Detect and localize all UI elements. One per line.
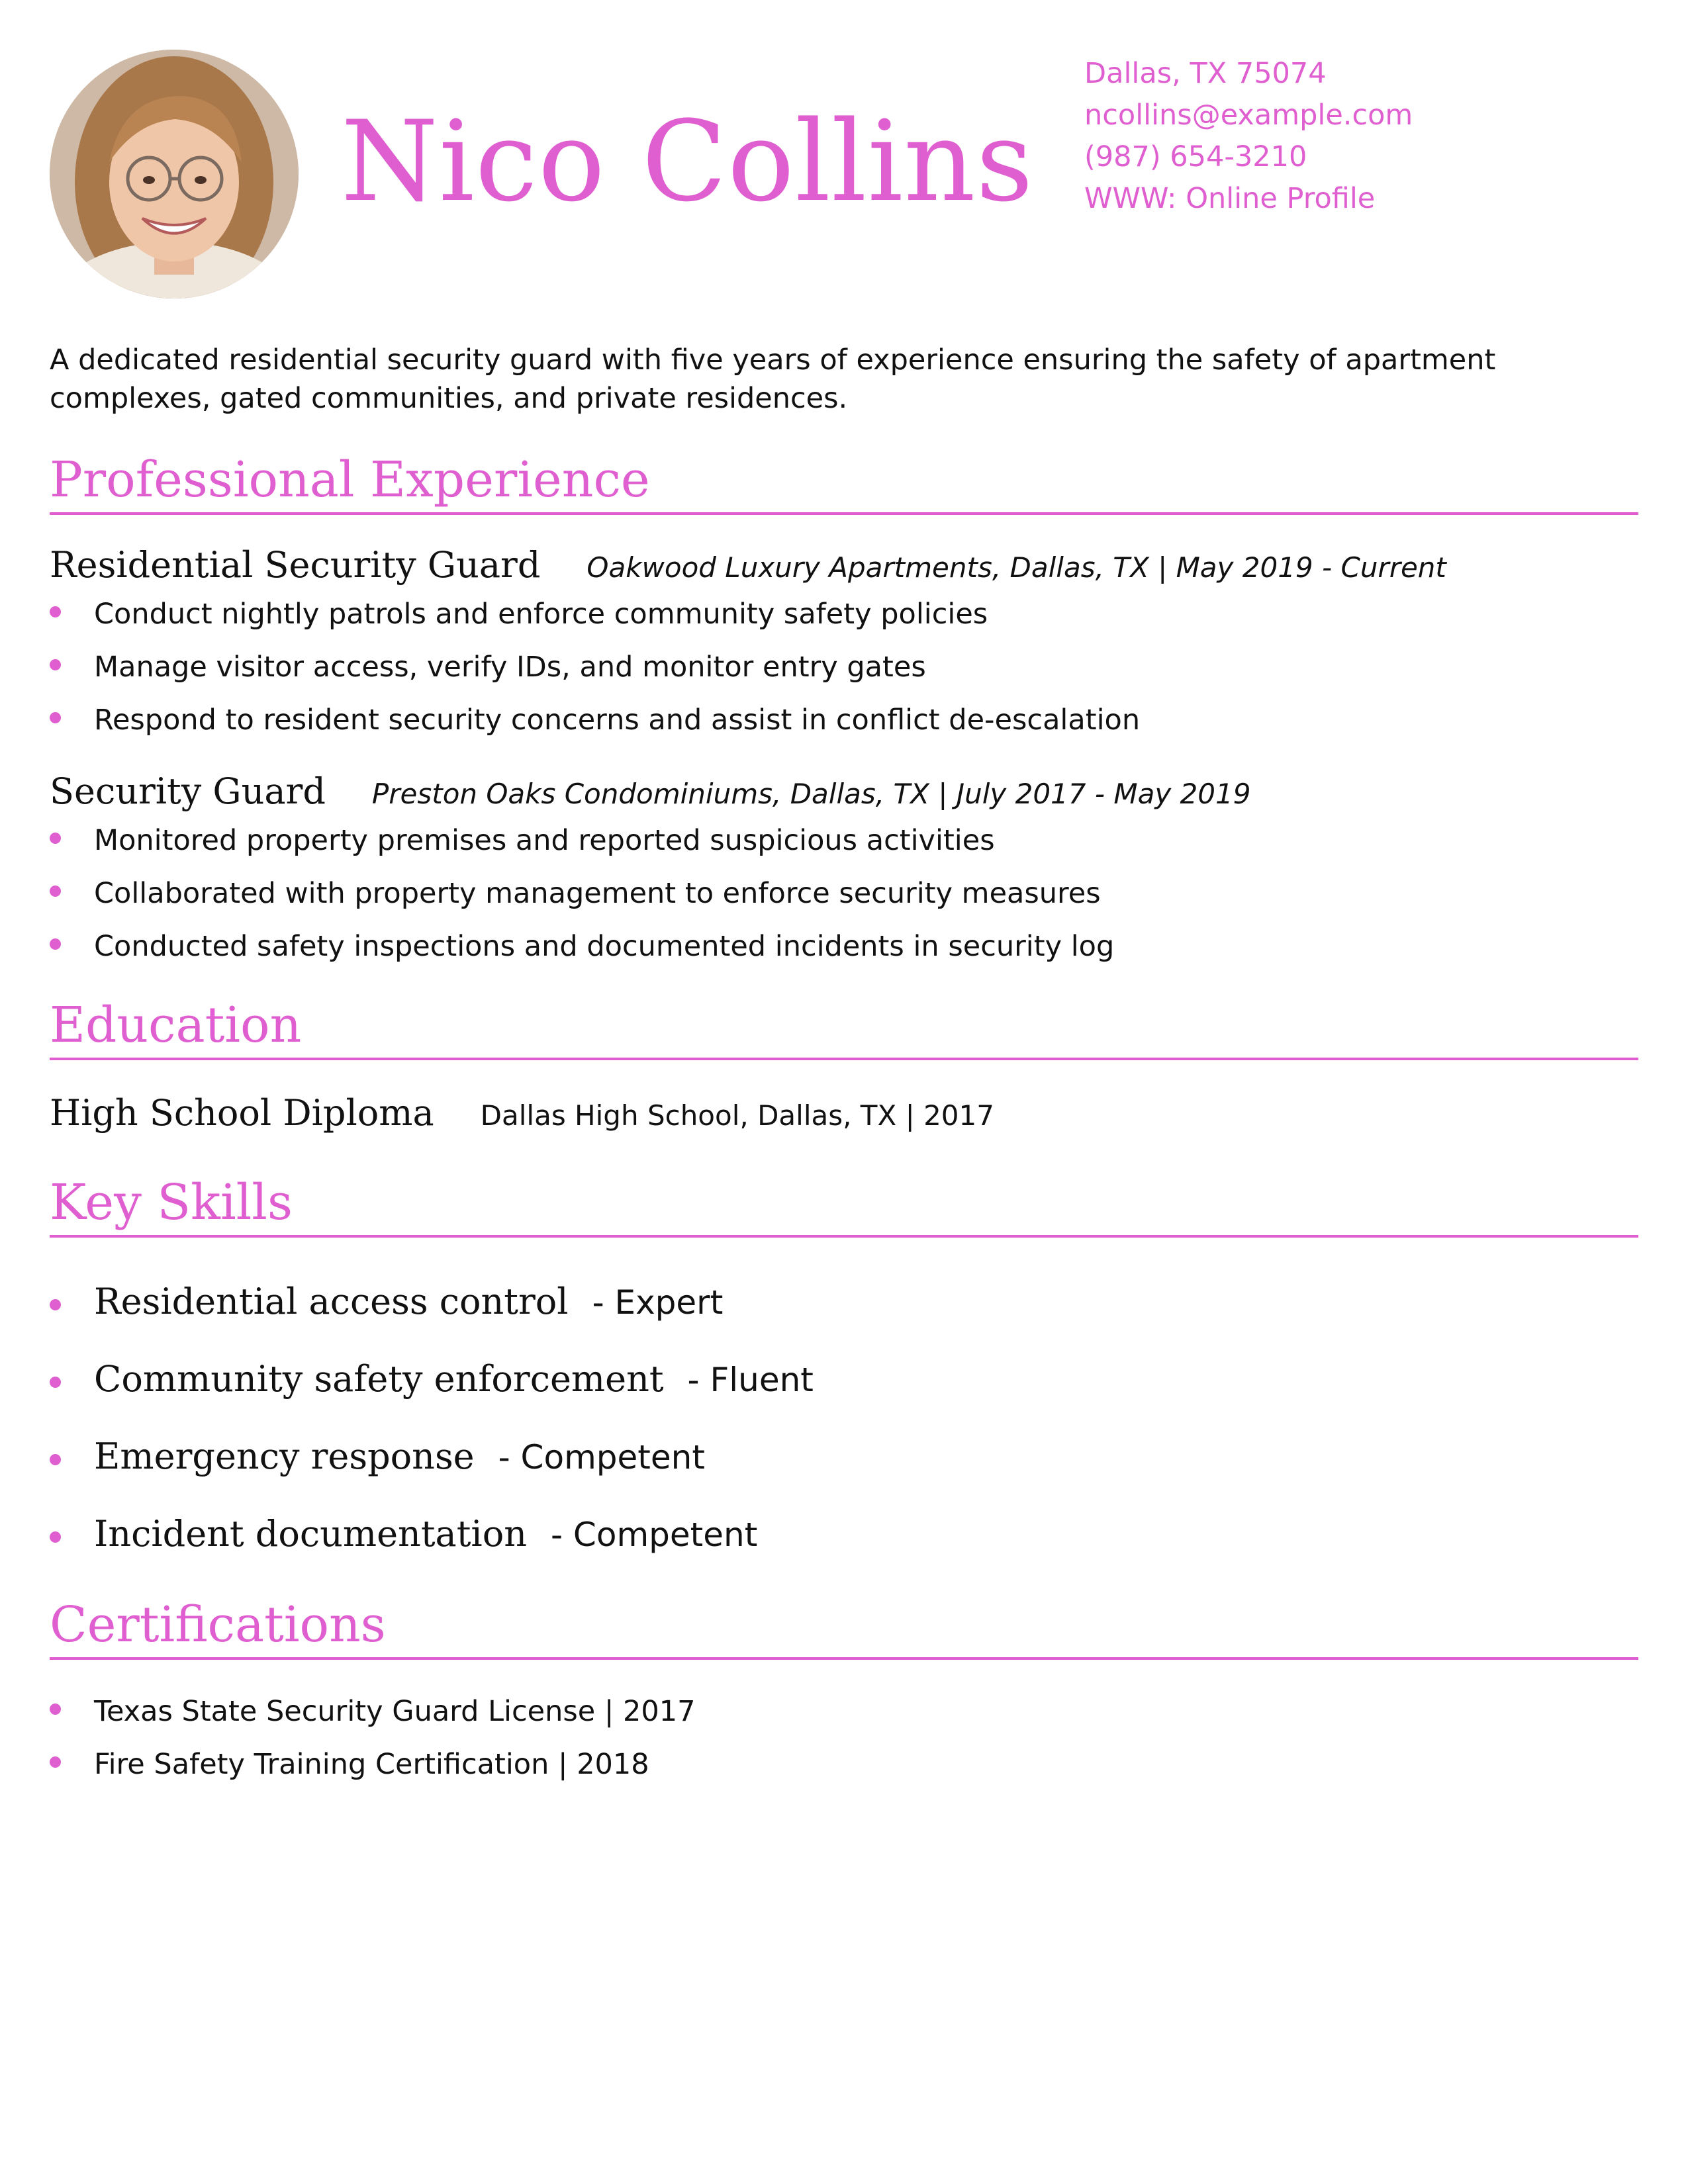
section-title-experience: Professional Experience [50, 455, 1638, 515]
bullet-icon [50, 606, 61, 617]
section-title-skills: Key Skills [50, 1178, 1638, 1238]
skill-level: - Expert [592, 1283, 724, 1322]
bullet-icon [50, 1377, 61, 1388]
contact-phone: (987) 654-3210 [1084, 140, 1307, 173]
job-header: Residential Security Guard Oakwood Luxury… [50, 544, 1446, 586]
bullet-icon [50, 1704, 61, 1715]
bullet-icon [50, 938, 61, 950]
contact-location: Dallas, TX 75074 [1084, 57, 1327, 90]
job-bullets: Conduct nightly patrols and enforce comm… [50, 588, 1140, 747]
skill-level: - Fluent [687, 1361, 814, 1399]
job-bullets: Monitored property premises and reported… [50, 814, 1114, 973]
list-item: Conduct nightly patrols and enforce comm… [50, 588, 1140, 641]
list-item: Emergency response - Competent [50, 1435, 814, 1513]
bullet-icon [50, 1454, 61, 1465]
list-item: Community safety enforcement - Fluent [50, 1358, 814, 1435]
education-meta: Dallas High School, Dallas, TX | 2017 [480, 1099, 994, 1132]
list-item: Manage visitor access, verify IDs, and m… [50, 641, 1140, 694]
candidate-name: Nico Collins [341, 97, 1034, 226]
list-item: Fire Safety Training Certification | 201… [50, 1738, 695, 1791]
summary-text: A dedicated residential security guard w… [50, 343, 1496, 415]
bullet-icon [50, 712, 61, 723]
degree-title: High School Diploma [50, 1092, 434, 1134]
contact-block: Dallas, TX 75074 ncollins@example.com (9… [1084, 53, 1413, 220]
section-title-certifications: Certifications [50, 1600, 1638, 1660]
job-header: Security Guard Preston Oaks Condominiums,… [50, 770, 1250, 812]
bullet-icon [50, 659, 61, 670]
list-item: Conducted safety inspections and documen… [50, 920, 1114, 973]
bullet-icon [50, 1299, 61, 1310]
job-meta: Oakwood Luxury Apartments, Dallas, TX | … [586, 551, 1446, 584]
contact-website-link[interactable]: WWW: Online Profile [1084, 182, 1376, 215]
skill-name: Incident documentation [94, 1513, 527, 1555]
list-item: Incident documentation - Competent [50, 1513, 814, 1590]
job-title: Security Guard [50, 770, 326, 812]
list-item: Collaborated with property management to… [50, 867, 1114, 920]
skill-level: - Competent [498, 1438, 705, 1477]
list-item: Monitored property premises and reported… [50, 814, 1114, 867]
education-entry: High School Diploma Dallas High School, D… [50, 1092, 994, 1134]
skill-name: Emergency response [94, 1435, 475, 1477]
skills-list: Residential access control - Expert Commu… [50, 1281, 814, 1590]
job-title: Residential Security Guard [50, 544, 541, 586]
list-item: Texas State Security Guard License | 201… [50, 1685, 695, 1738]
bullet-icon [50, 1531, 61, 1543]
bullet-icon [50, 833, 61, 844]
profile-photo [50, 50, 299, 298]
list-item: Respond to resident security concerns an… [50, 694, 1140, 747]
bullet-icon [50, 1756, 61, 1768]
section-title-education: Education [50, 1001, 1638, 1060]
skill-name: Residential access control [94, 1281, 569, 1322]
list-item: Residential access control - Expert [50, 1281, 814, 1358]
job-meta: Preston Oaks Condominiums, Dallas, TX | … [371, 778, 1251, 810]
bullet-icon [50, 886, 61, 897]
contact-email[interactable]: ncollins@example.com [1084, 99, 1413, 132]
skill-name: Community safety enforcement [94, 1358, 664, 1400]
skill-level: - Competent [551, 1516, 758, 1554]
certifications-list: Texas State Security Guard License | 201… [50, 1685, 695, 1791]
